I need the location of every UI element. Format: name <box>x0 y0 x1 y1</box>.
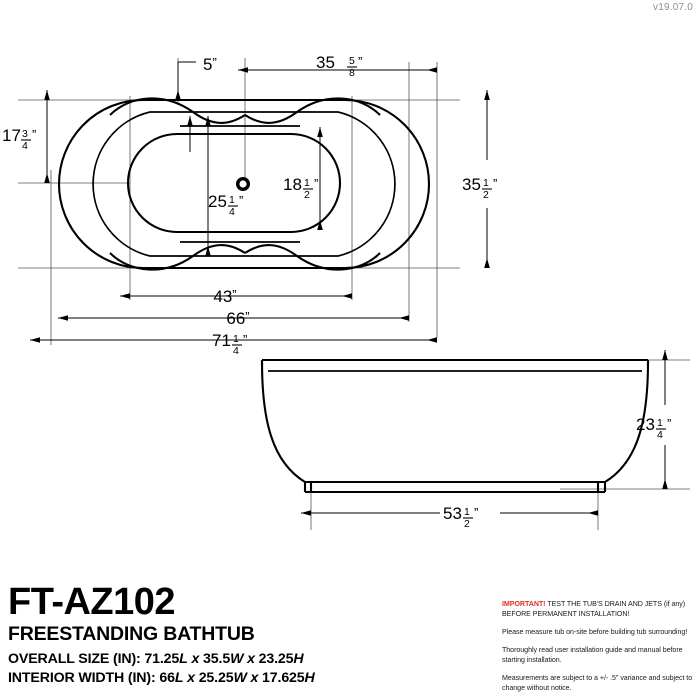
dim-label-rim-offset: 5” <box>203 55 217 74</box>
svg-text:1: 1 <box>229 194 235 206</box>
svg-text:”: ” <box>239 193 243 208</box>
installation-notes: IMPORTANT! TEST THE TUB'S DRAIN AND JETS… <box>502 599 694 693</box>
note-important: IMPORTANT! TEST THE TUB'S DRAIN AND JETS… <box>502 599 694 620</box>
spec-interior-sep1: x <box>187 670 195 687</box>
dim-label-overall-length: 71 1 4 ” <box>212 331 247 357</box>
svg-text:4: 4 <box>233 345 239 357</box>
dim-label-interior-length: 43” <box>213 287 236 306</box>
svg-text:”: ” <box>474 505 478 520</box>
svg-text:”: ” <box>314 176 318 191</box>
spec-overall-size: OVERALL SIZE (IN): 71.25L x 35.5W x 23.2… <box>8 650 478 669</box>
spec-interior-width-unit: W <box>233 670 247 687</box>
elevation-dimension-lines <box>301 350 668 516</box>
spec-overall-width-unit: W <box>230 651 244 668</box>
svg-text:4: 4 <box>229 206 235 218</box>
spec-interior-sep2: x <box>250 670 259 687</box>
svg-text:35: 35 <box>462 175 481 194</box>
svg-text:2: 2 <box>304 189 310 201</box>
dim-value-rim-offset: 5 <box>203 55 212 74</box>
version-stamp: v19.07.0 <box>653 2 693 13</box>
svg-text:5”: 5” <box>203 55 217 74</box>
plan-dimension-lines <box>30 61 490 343</box>
note-important-text: TEST THE TUB'S DRAIN AND JETS (if any) B… <box>502 600 686 619</box>
svg-text:25: 25 <box>208 192 227 211</box>
drawing-svg: 5” 35 5 8 ” 17 3 4 ” 25 <box>2 53 690 530</box>
spec-interior-label: INTERIOR WIDTH (IN): <box>8 670 156 687</box>
elevation-tub-outline <box>260 358 650 494</box>
note-guide: Thoroughly read user installation guide … <box>502 645 683 665</box>
spec-interior-height-unit: H <box>304 670 315 687</box>
svg-text:”: ” <box>32 127 36 142</box>
dim-label-overall-width: 35 1 2 ” <box>462 175 497 201</box>
spec-overall-length-unit: L <box>179 651 188 668</box>
note-variance: Measurements are subject to a +/- .5" va… <box>502 673 693 693</box>
svg-text:1: 1 <box>483 177 489 189</box>
dim-label-interior-depth: 25 1 4 ” <box>208 192 243 218</box>
spec-overall-height-unit: H <box>293 651 304 668</box>
svg-text:4: 4 <box>657 429 663 441</box>
note-measure: Please measure tub on-site before buildi… <box>502 628 688 637</box>
svg-text:1: 1 <box>304 177 310 189</box>
svg-text:8: 8 <box>349 67 355 79</box>
svg-text:”: ” <box>493 176 497 191</box>
svg-text:71: 71 <box>212 331 231 350</box>
svg-text:4: 4 <box>22 140 28 152</box>
svg-text:35: 35 <box>316 53 335 72</box>
spec-overall-length: 71.25 <box>144 651 180 668</box>
important-label: IMPORTANT! <box>502 600 546 608</box>
plan-tub-outline <box>58 97 430 271</box>
elevation-extension-lines <box>310 359 690 530</box>
spec-overall-height: 23.25 <box>258 651 294 668</box>
drain-hole <box>235 176 250 191</box>
svg-text:5: 5 <box>349 55 355 67</box>
svg-text:2: 2 <box>483 189 489 201</box>
spec-overall-label: OVERALL SIZE (IN): <box>8 651 141 668</box>
svg-text:”: ” <box>243 332 247 347</box>
spec-overall-sep1: x <box>191 651 200 668</box>
dim-label-overall-height: 23 1 4 ” <box>636 415 671 441</box>
svg-text:43”: 43” <box>213 287 236 306</box>
svg-text:53: 53 <box>443 504 462 523</box>
spec-interior-height: 17.625 <box>262 670 305 687</box>
dim-label-base-width: 53 1 2 ” <box>443 504 478 530</box>
product-identity-block: FT-AZ102 FREESTANDING BATHTUB OVERALL SI… <box>8 583 478 689</box>
dim-label-drain-from-left: 35 5 8 ” <box>316 53 362 79</box>
product-type: FREESTANDING BATHTUB <box>8 622 255 645</box>
svg-text:3: 3 <box>22 128 28 140</box>
spec-interior-width: 25.25 <box>198 670 234 687</box>
svg-text:66”: 66” <box>226 309 249 328</box>
svg-text:2: 2 <box>464 518 470 530</box>
spec-overall-sep2: x <box>247 651 255 668</box>
svg-text:”: ” <box>667 416 671 431</box>
dim-label-rim-width-left: 17 3 4 ” <box>2 126 36 152</box>
technical-drawing: 5” 35 5 8 ” 17 3 4 ” 25 <box>2 53 690 530</box>
svg-text:”: ” <box>358 54 362 69</box>
svg-text:23: 23 <box>636 415 655 434</box>
dim-label-drain-to-edge: 18 1 2 ” <box>283 175 318 201</box>
spec-interior-length: 66 <box>159 670 175 687</box>
svg-text:1: 1 <box>657 417 663 429</box>
dim-label-inner-length: 66” <box>226 309 249 328</box>
spec-interior-width: INTERIOR WIDTH (IN): 66L x 25.25W x 17.6… <box>8 669 478 688</box>
svg-text:17: 17 <box>2 126 21 145</box>
svg-text:1: 1 <box>233 333 239 345</box>
spec-overall-width: 35.5 <box>203 651 231 668</box>
model-number: FT-AZ102 <box>8 581 176 623</box>
product-info-footer: FT-AZ102 FREESTANDING BATHTUB OVERALL SI… <box>0 575 700 700</box>
spec-interior-length-unit: L <box>174 670 184 687</box>
svg-text:18: 18 <box>283 175 302 194</box>
svg-text:1: 1 <box>464 506 470 518</box>
